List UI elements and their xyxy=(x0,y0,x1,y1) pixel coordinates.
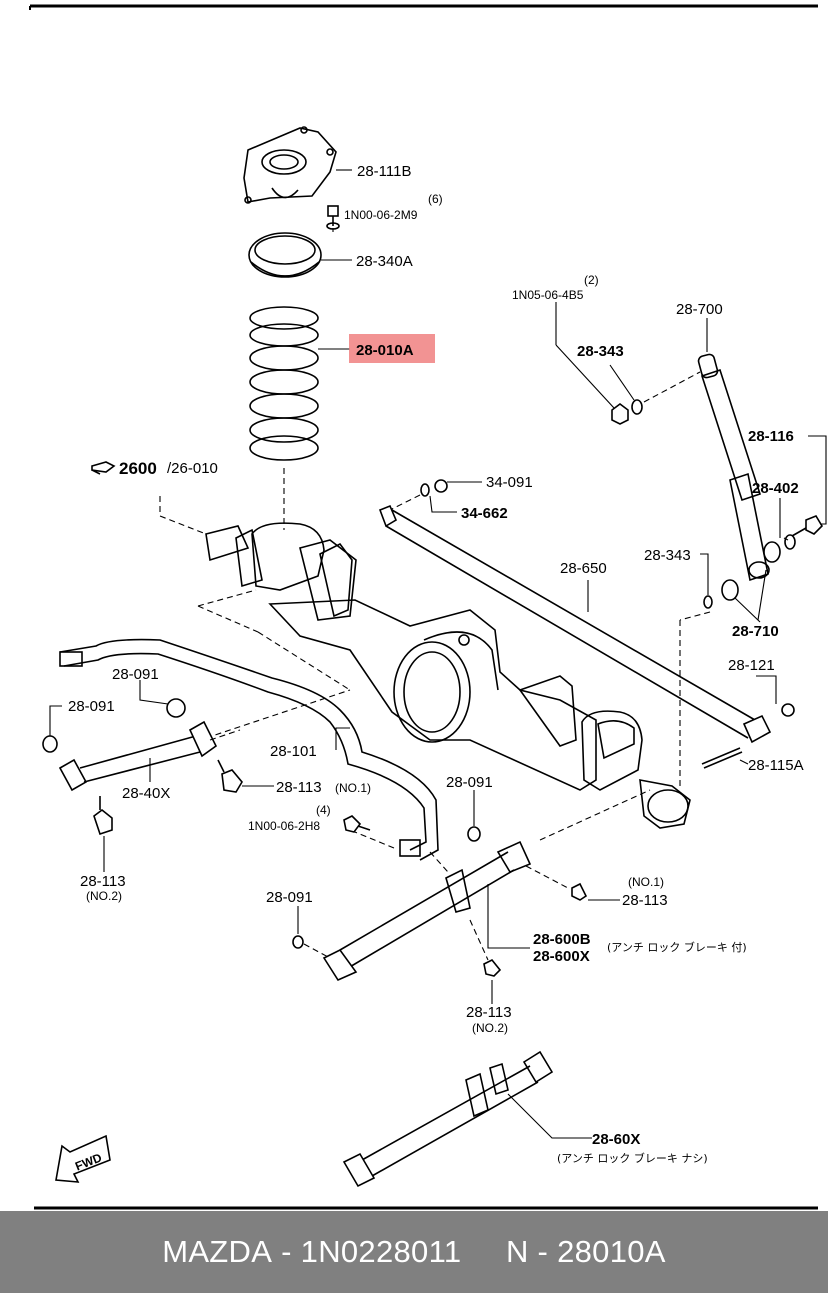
label-nut-4b5: 1N05-06-4B5 xyxy=(512,288,584,302)
footer-gap xyxy=(461,1234,506,1270)
label-28-710: 28-710 xyxy=(732,623,779,640)
label-28-101: 28-101 xyxy=(270,743,317,760)
upper-link[interactable] xyxy=(42,698,243,836)
label-28-650: 28-650 xyxy=(560,560,607,577)
label-ref-26-010: /26-010 xyxy=(167,460,218,477)
label-note-abs-with: (アンチ ロック ブレーキ 付) xyxy=(607,940,747,954)
lower-link[interactable] xyxy=(292,826,588,982)
label-28-600b: 28-600B xyxy=(533,931,591,948)
label-no2-a: (NO.2) xyxy=(86,889,122,903)
label-no1-a: (NO.1) xyxy=(335,781,371,795)
lateral-rod[interactable] xyxy=(378,504,795,744)
coil-spring[interactable] xyxy=(249,306,319,461)
label-28-343-mid: 28-343 xyxy=(644,547,691,564)
label-no1-b: (NO.1) xyxy=(628,875,664,889)
highlight-box xyxy=(349,334,435,363)
label-28-113-no1: 28-113 xyxy=(276,779,322,796)
label-28-600x: 28-600X xyxy=(533,948,590,965)
label-28-402: 28-402 xyxy=(752,480,799,497)
label-28-60x: 28-60X xyxy=(592,1131,640,1148)
nut-4b5[interactable] xyxy=(611,399,643,425)
label-34-662: 34-662 xyxy=(461,505,508,522)
label-28-113-b: 28-113 xyxy=(622,892,668,909)
label-qty2: (2) xyxy=(584,273,599,287)
label-bolt-2m9: 1N00-06-2M9 xyxy=(344,208,418,222)
footer-brand: MAZDA xyxy=(162,1234,273,1269)
shock-absorber[interactable] xyxy=(697,353,770,582)
label-28-121: 28-121 xyxy=(728,657,775,674)
parts-diagram: 28-111B (6) 1N00-06-2M9 28-340A (2) 1N05… xyxy=(29,4,827,1210)
label-fwd: FWD xyxy=(73,1150,104,1173)
bolt-2m9[interactable] xyxy=(326,205,340,230)
fwd-arrow-icon xyxy=(55,1134,111,1183)
label-28-343-top: 28-343 xyxy=(577,343,624,360)
label-34-091: 34-091 xyxy=(486,474,533,491)
footer-position: N xyxy=(505,1234,529,1269)
reference-pointer-icon xyxy=(91,461,116,475)
label-28-700: 28-700 xyxy=(676,301,723,318)
label-28-113-no2: 28-113 xyxy=(80,873,126,890)
stabilizer-bar[interactable] xyxy=(59,638,439,861)
label-28-091-a: 28-091 xyxy=(112,666,159,683)
label-qty6: (6) xyxy=(428,192,443,206)
label-28-091-d: 28-091 xyxy=(266,889,313,906)
washer-34-091[interactable] xyxy=(420,479,448,497)
footer-sep2: - xyxy=(528,1234,558,1269)
label-note-abs-without: (アンチ ロック ブレーキ ナシ) xyxy=(557,1151,708,1165)
label-28-010a[interactable]: 28-010A xyxy=(356,342,414,359)
bolt-28-116[interactable] xyxy=(703,515,824,609)
spring-seat-upper[interactable] xyxy=(243,126,337,204)
bolt-28-115a[interactable] xyxy=(701,747,743,769)
lower-link-no-abs[interactable] xyxy=(342,1050,554,1188)
label-bolt-2h8: 1N00-06-2H8 xyxy=(248,819,320,833)
footer-sep1: - xyxy=(272,1234,301,1269)
label-28-40x: 28-40X xyxy=(122,785,170,802)
label-28-340a: 28-340A xyxy=(356,253,413,270)
rear-axle-housing[interactable] xyxy=(205,522,691,829)
label-28-116: 28-116 xyxy=(748,428,794,445)
label-ref-2600: 2600 xyxy=(119,459,157,478)
bolt-2h8[interactable] xyxy=(343,815,371,833)
label-28-113-c: 28-113 xyxy=(466,1004,512,1021)
label-no2-b: (NO.2) xyxy=(472,1021,508,1035)
label-28-091-c: 28-091 xyxy=(446,774,493,791)
label-28-111b: 28-111B xyxy=(357,163,412,180)
label-28-091-b: 28-091 xyxy=(68,698,115,715)
label-28-115a: 28-115A xyxy=(748,757,804,774)
footer-code: 28010A xyxy=(557,1234,666,1269)
footer-part-number: 1N0228011 xyxy=(300,1234,462,1269)
label-qty4: (4) xyxy=(316,803,331,817)
footer-bar: MAZDA - 1N0228011 N - 28010A xyxy=(0,1211,828,1293)
spring-rubber-seat[interactable] xyxy=(248,232,322,278)
